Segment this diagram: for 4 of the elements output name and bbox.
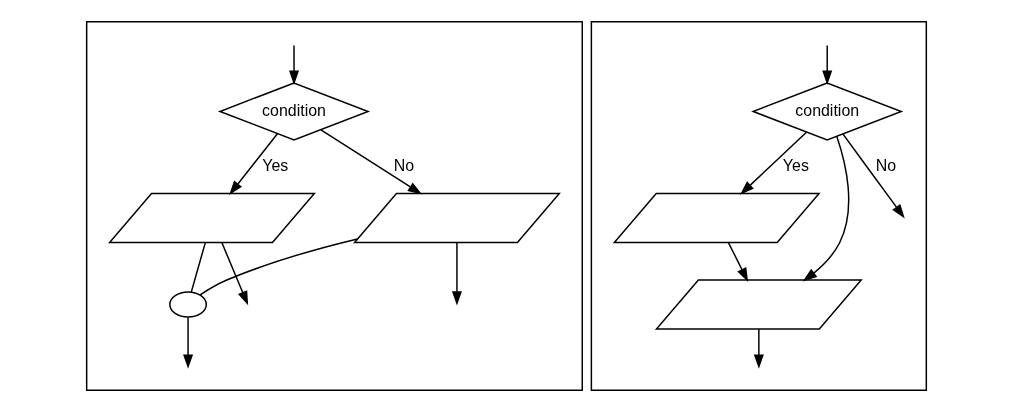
edge-label: Yes <box>782 156 809 174</box>
edge-label: Yes <box>262 156 289 174</box>
edge-label: No <box>393 156 415 174</box>
edge-label: No <box>875 156 897 174</box>
